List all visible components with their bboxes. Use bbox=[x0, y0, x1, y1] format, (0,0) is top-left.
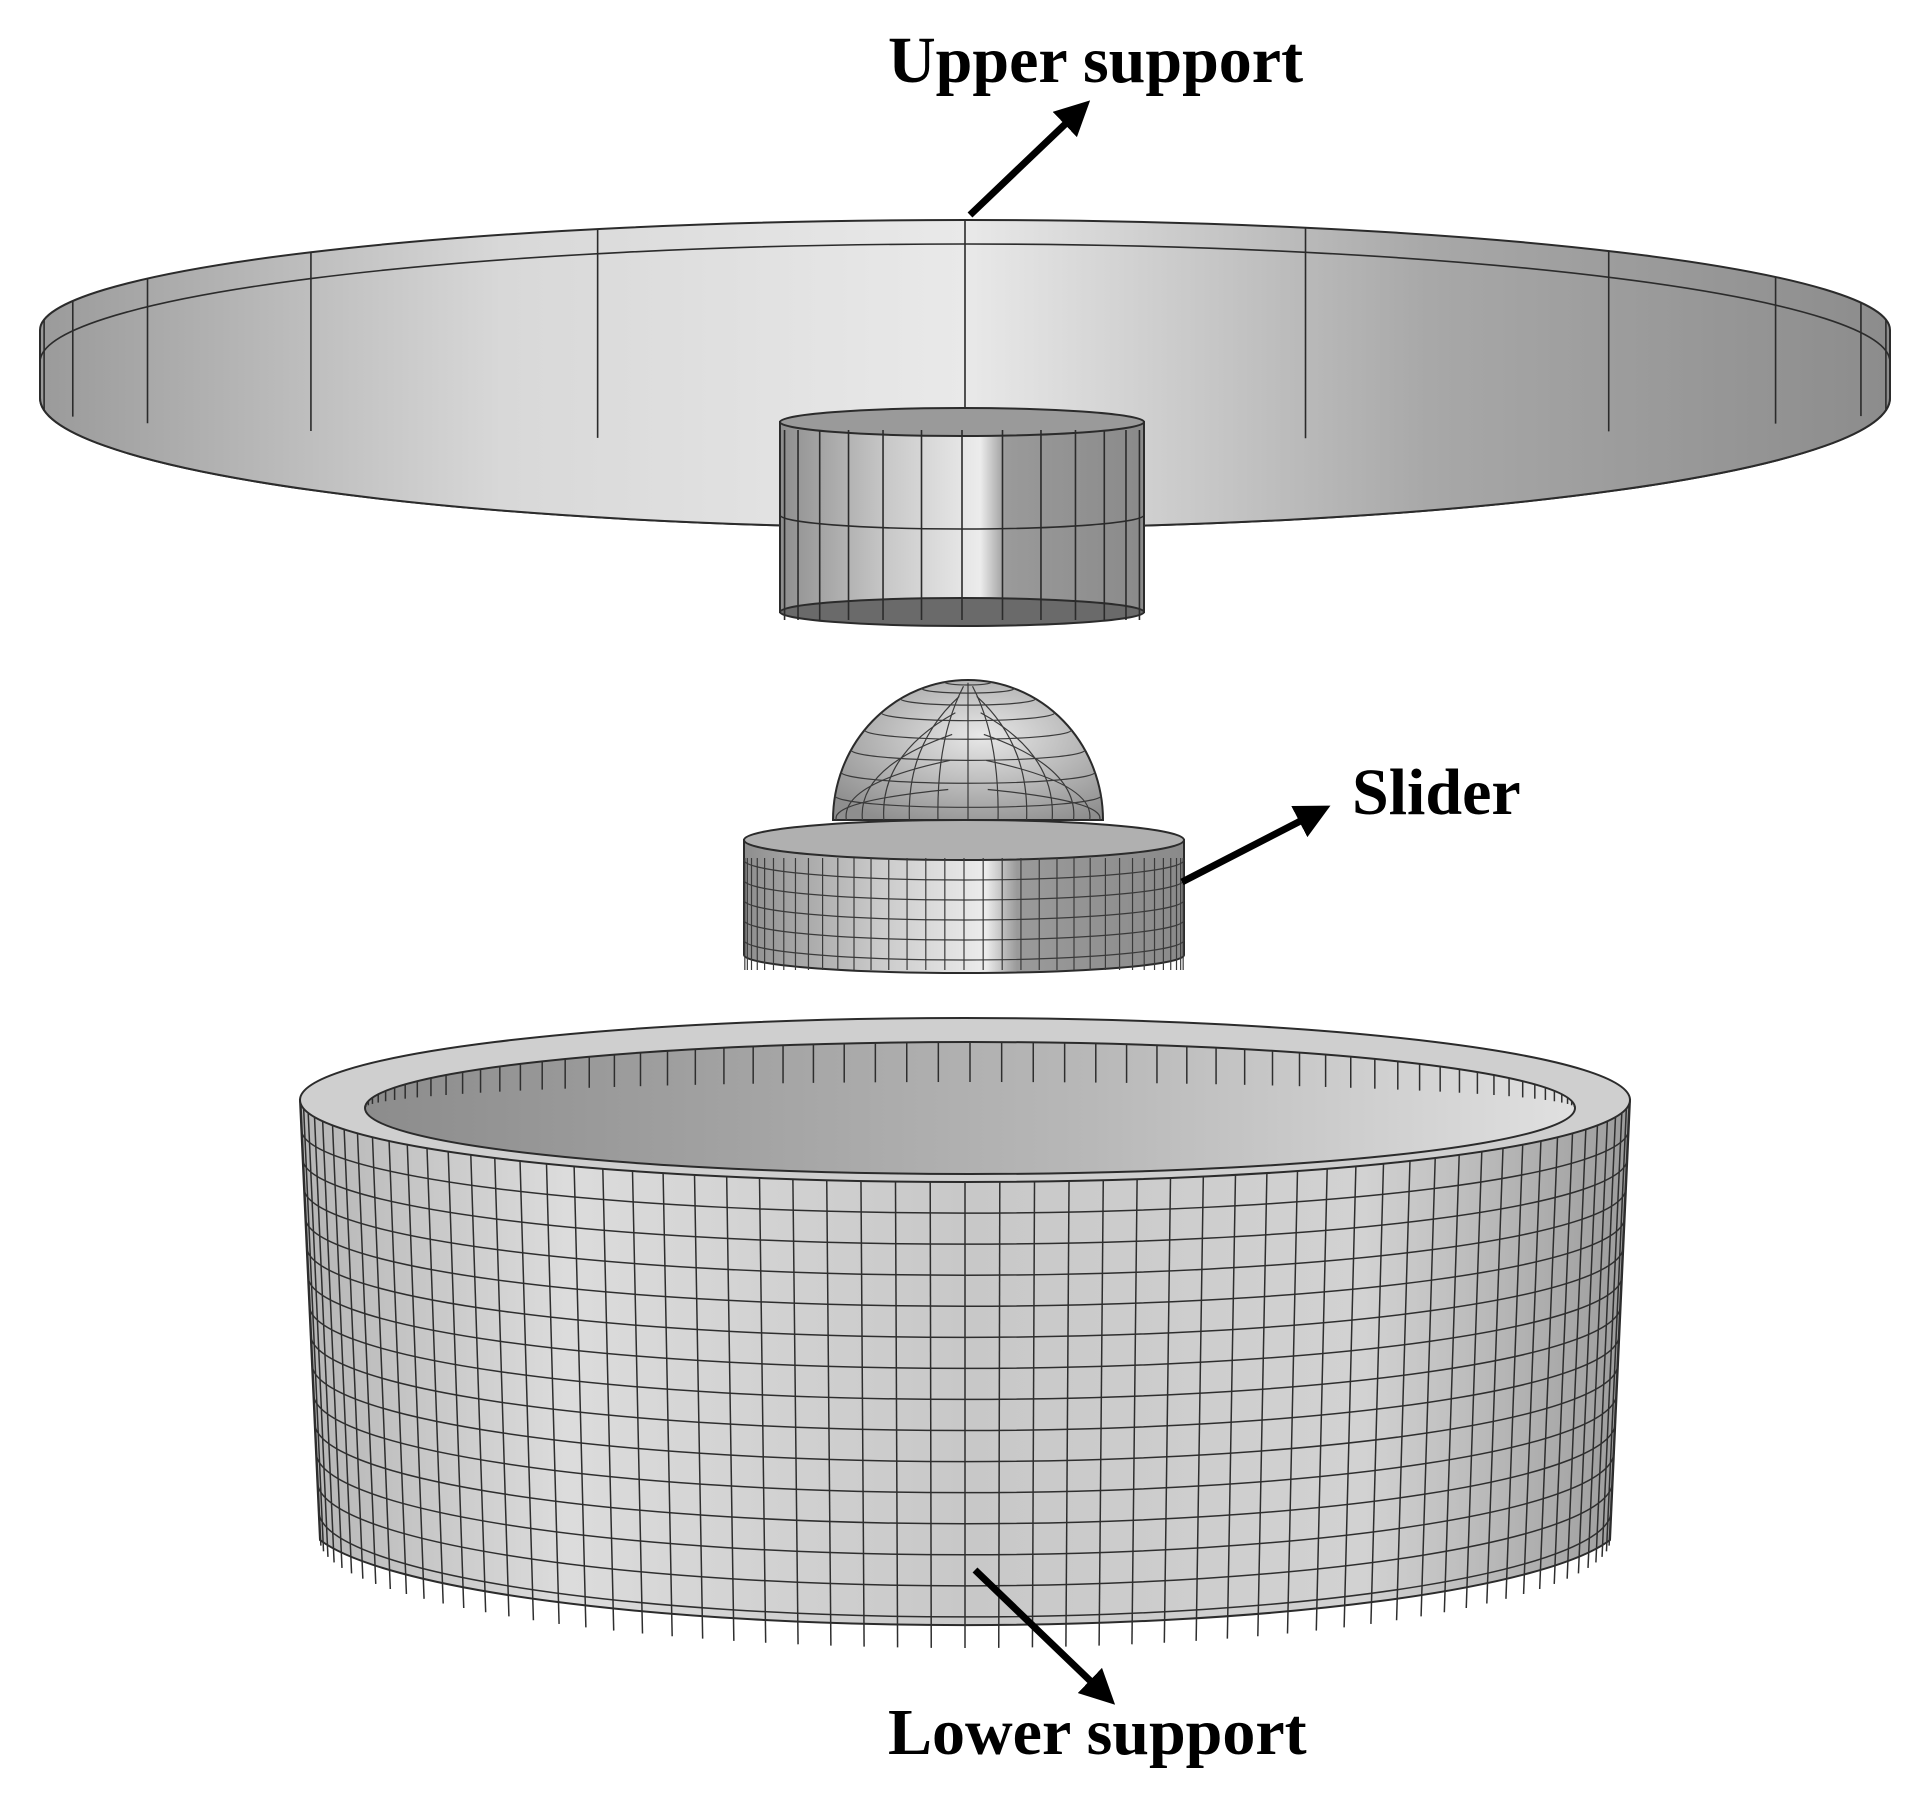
annotation-arrows bbox=[967, 100, 1331, 1705]
slider-dome-mesh bbox=[834, 681, 1102, 821]
slider-base-mesh bbox=[743, 858, 1185, 970]
arrow-lower-support bbox=[972, 1567, 1116, 1705]
label-lower-support: Lower support bbox=[888, 1696, 1307, 1769]
arrow-slider bbox=[1180, 805, 1331, 886]
label-upper-support: Upper support bbox=[888, 24, 1304, 97]
lower-support-mesh bbox=[300, 1042, 1630, 1648]
upper-support bbox=[39, 219, 1891, 627]
lower-support bbox=[298, 1017, 1632, 1648]
upper-plate-rim-mesh bbox=[39, 220, 1891, 441]
upper-boss-cylinder bbox=[779, 407, 1145, 627]
label-slider: Slider bbox=[1352, 756, 1521, 829]
slider bbox=[743, 679, 1185, 974]
arrow-upper-support bbox=[967, 100, 1091, 218]
slider-base-top bbox=[743, 819, 1185, 861]
